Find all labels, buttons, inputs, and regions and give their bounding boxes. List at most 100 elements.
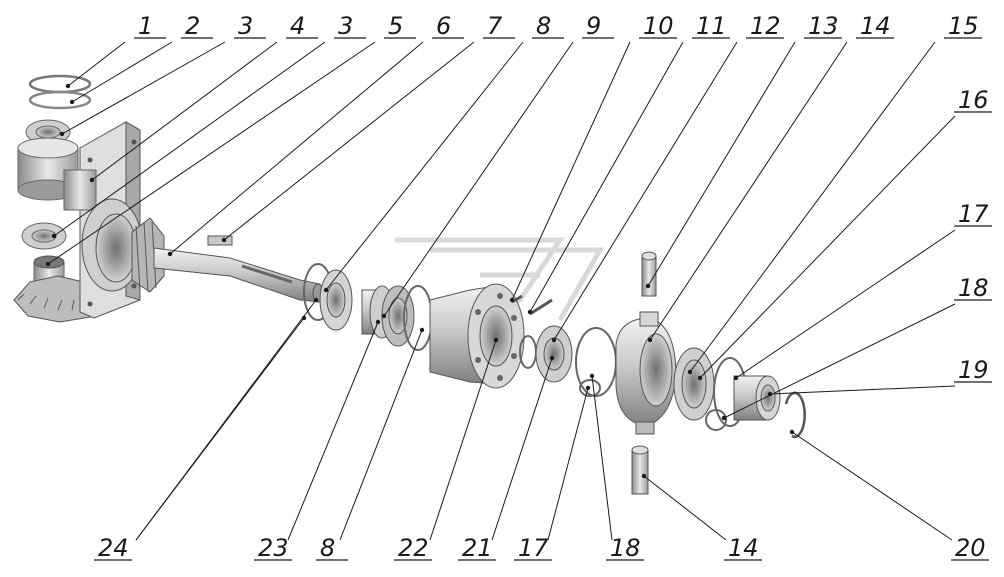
leader-line: [339, 329, 423, 541]
callout-right-4: 20: [955, 534, 986, 562]
leader-line: [61, 41, 226, 135]
leader-lines: [45, 41, 956, 541]
part-bearing-pair: [319, 269, 353, 331]
part-housing-flange: [63, 121, 143, 319]
leader-line: [591, 375, 613, 541]
part-circlip: [784, 391, 806, 439]
leader-dot: [221, 237, 227, 243]
part-rings-left: [575, 327, 617, 397]
leader-line: [735, 229, 956, 379]
leader-line: [91, 41, 278, 181]
callout-bottom-3: 22: [398, 534, 429, 562]
leader-dot: [641, 473, 647, 479]
leader-line: [529, 41, 684, 313]
part-key: [207, 235, 233, 246]
callout-bottom-0: 24: [98, 534, 129, 562]
callout-bottom-1: 23: [258, 534, 289, 562]
leader-line: [769, 385, 956, 395]
leader-dot: [323, 287, 329, 293]
leader-line: [723, 303, 956, 419]
callout-right-1: 17: [958, 200, 989, 228]
callout-right-2: 18: [958, 274, 989, 302]
part-sleeve: [733, 375, 781, 421]
part-snap-ring-top: [28, 74, 92, 110]
leader-dot: [419, 327, 425, 333]
part-bearing-upper: [25, 119, 71, 145]
leader-line: [689, 41, 936, 373]
leader-dot: [65, 83, 71, 89]
leader-line: [223, 41, 475, 241]
callout-top-5: 5: [388, 12, 403, 40]
leader-dot: [585, 385, 591, 391]
part-pinion-gear: [131, 217, 165, 293]
callout-top-12: 12: [750, 12, 781, 40]
callout-top-10: 10: [643, 12, 674, 40]
leader-dot: [645, 283, 651, 289]
callout-top-15: 15: [948, 12, 979, 40]
part-spacer-cylinder: [17, 137, 79, 201]
callout-top-7: 7: [487, 12, 503, 40]
part-seal-bearing: [535, 325, 573, 383]
leader-line: [383, 41, 574, 317]
leader-dot: [167, 251, 173, 257]
callout-top-4: 3: [338, 12, 353, 40]
leader-line: [53, 41, 326, 237]
callout-right-3: 19: [958, 356, 989, 384]
leader-line: [647, 41, 796, 287]
leader-dot: [381, 313, 387, 319]
part-bearing-ring: [673, 347, 715, 421]
callout-bottom-6: 18: [610, 534, 641, 562]
leader-line: [47, 41, 376, 265]
leader-dot: [589, 373, 595, 379]
leader-line: [287, 321, 379, 541]
callout-top-3: 4: [290, 12, 305, 40]
leader-dot: [59, 131, 65, 137]
leader-dot: [89, 177, 95, 183]
leader-line: [699, 115, 956, 379]
leader-dot: [687, 369, 693, 375]
leader-dot: [697, 375, 703, 381]
leader-line: [547, 387, 589, 541]
leader-dot: [549, 355, 555, 361]
leader-dot: [313, 297, 319, 303]
leader-dot: [721, 415, 727, 421]
leader-dot: [789, 429, 795, 435]
leader-line: [553, 41, 738, 341]
leader-line: [429, 339, 497, 541]
leader-dot: [733, 375, 739, 381]
leader-line: [791, 431, 953, 541]
leader-dot: [509, 297, 515, 303]
leader-line: [135, 317, 305, 541]
leader-line: [71, 41, 173, 103]
callout-top-9: 9: [586, 12, 601, 40]
callout-top-13: 13: [808, 12, 839, 40]
leader-line: [491, 357, 553, 541]
leader-dot: [493, 337, 499, 343]
callout-bottom-7: 14: [728, 534, 759, 562]
part-knuckle-housing: [615, 311, 677, 435]
leader-dot: [69, 99, 75, 105]
leader-dot: [647, 337, 653, 343]
part-main-housing: [429, 283, 525, 389]
leader-line: [325, 41, 524, 291]
leader-line: [649, 41, 848, 341]
callout-top-11: 11: [696, 12, 727, 40]
leader-line: [643, 475, 727, 541]
callout-right-0: 16: [958, 86, 989, 114]
callout-bottom-2: 8: [320, 534, 335, 562]
leader-dot: [45, 261, 51, 267]
part-pin-lower: [631, 445, 649, 495]
callout-top-2: 3: [238, 12, 253, 40]
leader-dot: [527, 309, 533, 315]
leader-dot: [51, 233, 57, 239]
callout-bottom-4: 21: [462, 534, 493, 562]
leader-dot: [375, 319, 381, 325]
part-pin-upper: [641, 251, 657, 297]
part-shaft: [153, 247, 324, 303]
leader-line: [67, 41, 126, 87]
callout-top-14: 14: [860, 12, 891, 40]
leader-line: [511, 41, 631, 301]
